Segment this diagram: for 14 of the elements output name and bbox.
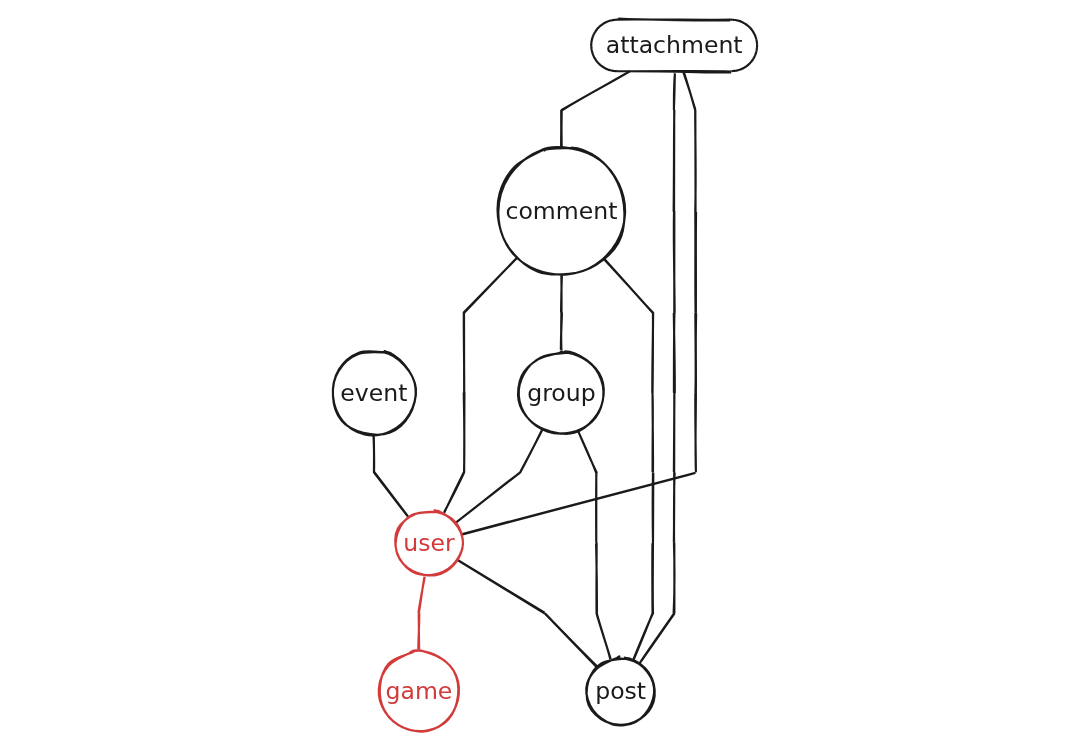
connector (456, 558, 599, 669)
connector (443, 255, 519, 514)
node-text: game (385, 677, 453, 705)
connector (417, 575, 426, 651)
node-text: attachment (605, 31, 743, 59)
node-text: group (527, 378, 596, 406)
node-text: comment (505, 197, 618, 225)
connector (559, 273, 563, 351)
connector (454, 428, 544, 524)
connector (603, 257, 655, 662)
connector (576, 429, 612, 660)
node-text: user (403, 529, 455, 556)
node-text: event (340, 378, 408, 406)
node-text: post (595, 677, 647, 705)
